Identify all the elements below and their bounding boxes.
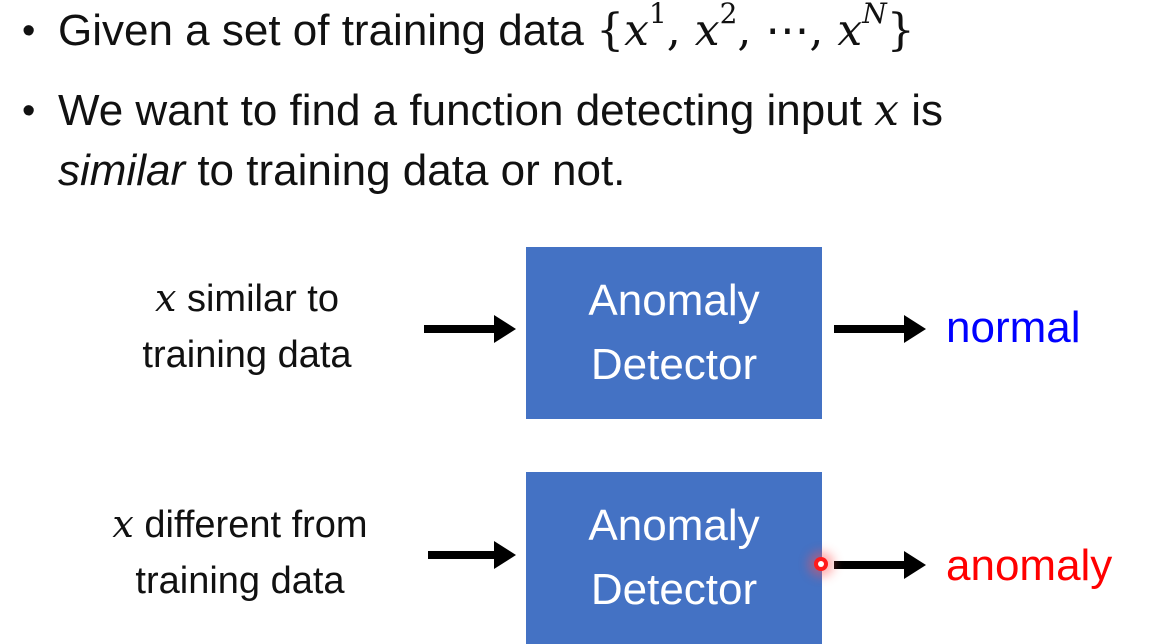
comma-1: , (666, 5, 695, 56)
bullet-1-text: Given a set of training data {x1, x2, ⋯,… (58, 0, 915, 60)
math-x: x (112, 502, 134, 546)
input-label-line-2: training data (135, 560, 345, 602)
set-close-brace: } (886, 5, 915, 56)
output-arrow-1 (834, 315, 926, 343)
input-label-line-1: x different from (70, 496, 410, 553)
input-label-similar: x similar to training data (112, 270, 382, 383)
output-normal: normal (946, 303, 1081, 352)
math-x1: x (624, 5, 649, 56)
input-label-text: different from (133, 504, 368, 546)
input-label-line-2: training data (142, 334, 352, 376)
bullet-2-line-2: similar to training data or not. (58, 142, 625, 200)
bullet-1: • Given a set of training data {x1, x2, … (22, 0, 1152, 60)
input-label-text: similar to (176, 278, 339, 320)
math-x2: x (694, 5, 720, 56)
set-open-brace: { (596, 5, 625, 56)
box-line-1: Anomaly (588, 276, 760, 325)
bullet-dot: • (22, 10, 36, 52)
bullet-2-prefix: We want to find a function detecting inp… (58, 86, 875, 135)
math-xN: x (837, 5, 863, 56)
box-line-1: Anomaly (588, 501, 760, 550)
box-line-2: Detector (590, 565, 758, 614)
cursor-pointer-icon (814, 557, 828, 571)
math-x: x (874, 85, 899, 136)
bullet-2-suffix: is (898, 86, 943, 135)
box-line-2: Detector (590, 340, 758, 389)
sup-1: 1 (648, 0, 667, 31)
bullet-2: • We want to find a function detecting i… (22, 82, 1162, 202)
emphasis-similar: similar (58, 146, 186, 195)
output-arrow-2 (834, 551, 926, 579)
input-label-different: x different from training data (70, 496, 410, 609)
input-label-line-1: x similar to (112, 270, 382, 327)
sup-2: 2 (719, 0, 738, 31)
anomaly-detector-box-1: Anomaly Detector (526, 247, 822, 419)
ellipsis: ⋯ (765, 5, 810, 56)
sup-N: N (862, 0, 887, 31)
comma-3: , (809, 5, 838, 56)
bullet-2-line-1: We want to find a function detecting inp… (58, 82, 943, 140)
output-anomaly: anomaly (946, 541, 1113, 590)
input-arrow-1 (424, 315, 516, 343)
comma-2: , (737, 5, 766, 56)
bullet-2-rest: to training data or not. (185, 146, 626, 195)
bullet-dot: • (22, 90, 36, 132)
input-arrow-2 (428, 541, 516, 569)
anomaly-detector-box-2: Anomaly Detector (526, 472, 822, 644)
bullet-1-prefix: Given a set of training data (58, 6, 597, 55)
math-x: x (154, 276, 177, 320)
